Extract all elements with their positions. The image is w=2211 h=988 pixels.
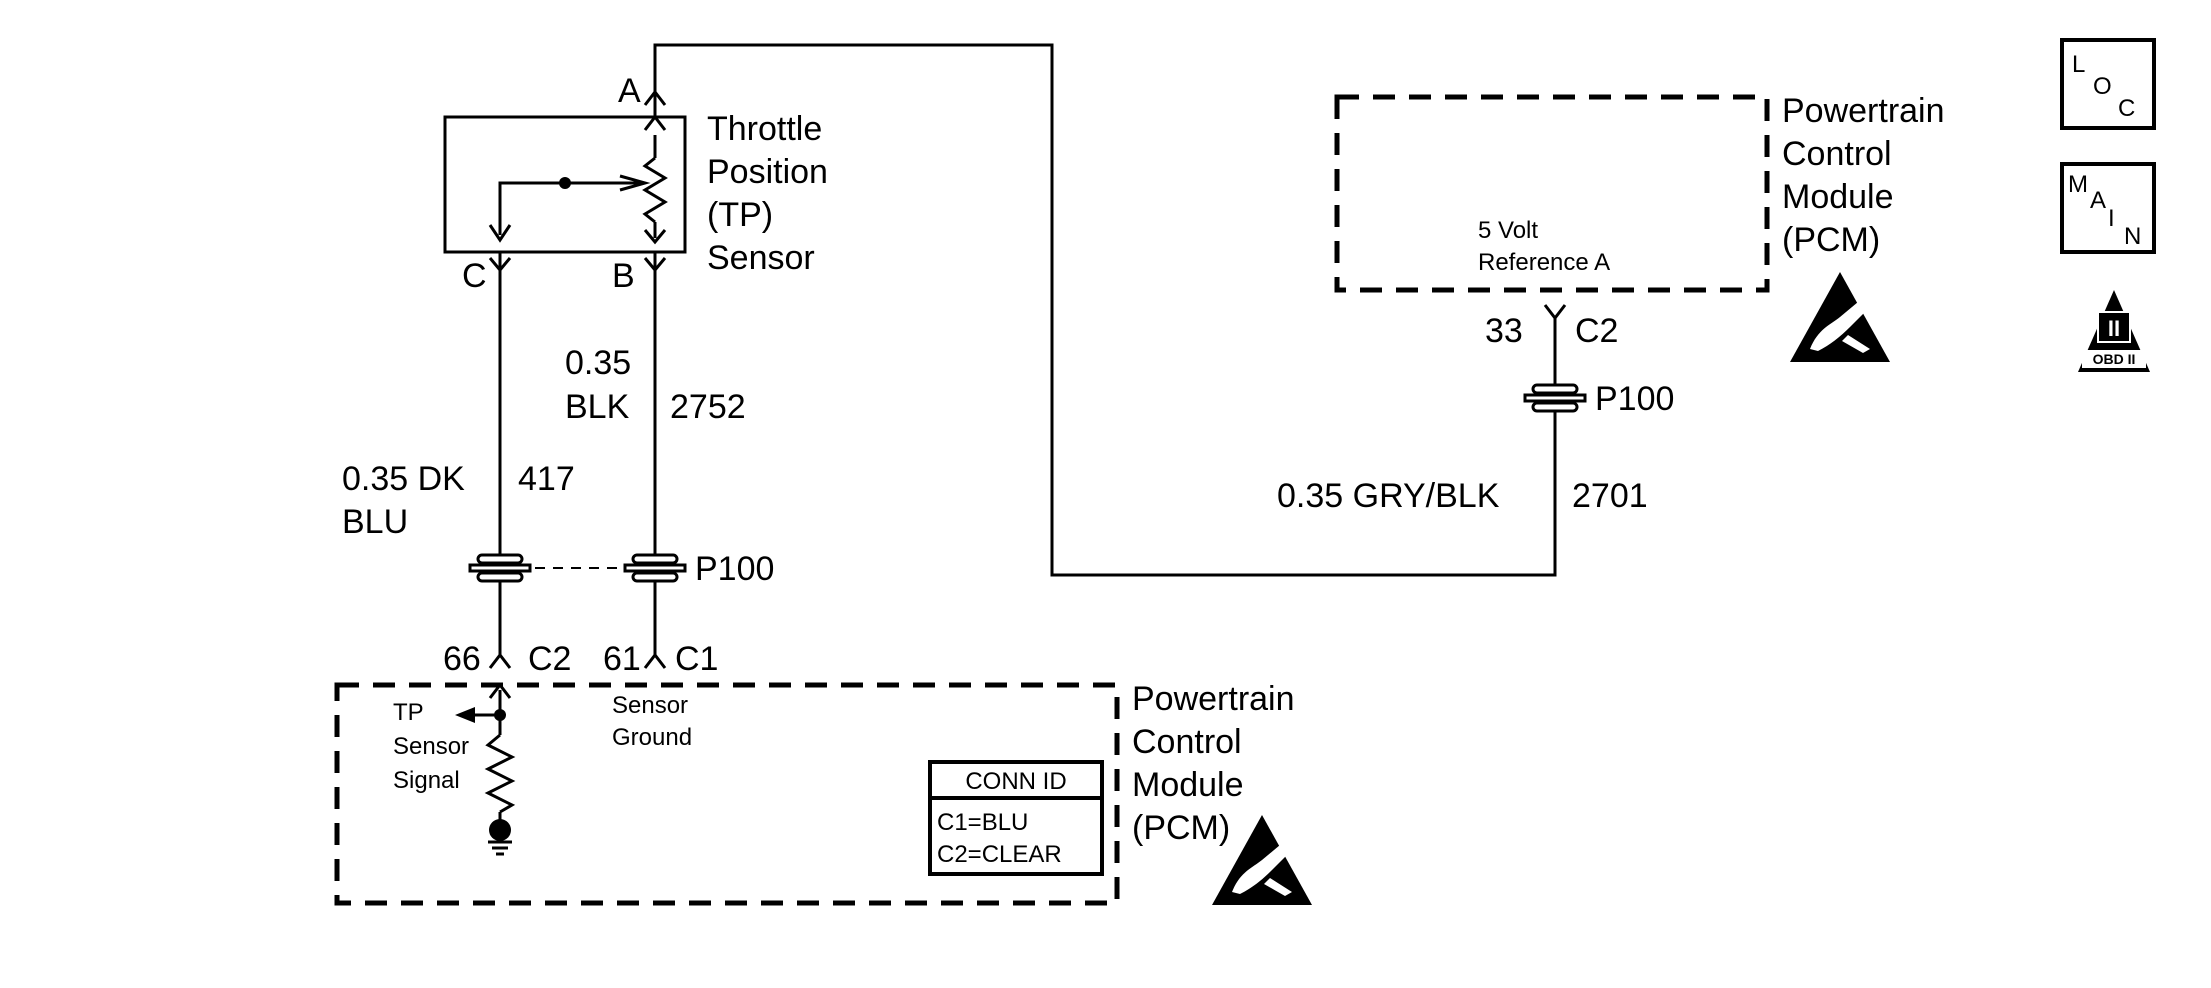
svg-text:M: M	[2068, 171, 2088, 198]
loc-badge-icon: L O C	[2060, 38, 2156, 130]
pcm-lower-title-4: (PCM)	[1132, 809, 1230, 847]
signal-label-3: Signal	[393, 767, 460, 794]
svg-text:OBD II: OBD II	[2093, 351, 2136, 367]
pin-61-connector	[643, 652, 667, 669]
pin-66-connector	[488, 652, 512, 669]
wire-417-color2: BLU	[342, 503, 408, 541]
pcm-upper-title-3: Module	[1782, 178, 1894, 216]
signal-label-2: Sensor	[393, 733, 469, 760]
pcm-upper-title-2: Control	[1782, 135, 1892, 173]
pin-33-label: 33	[1485, 312, 1523, 350]
conn-66-label: C2	[528, 640, 571, 678]
splice-p100-lower: P100	[468, 550, 774, 588]
wire-2701-gauge-color: 0.35 GRY/BLK	[1277, 477, 1500, 515]
svg-text:C: C	[2118, 95, 2135, 122]
signal-label-1: TP	[393, 699, 424, 726]
esd-warning-icon-upper	[1790, 272, 1890, 362]
wire-2752-circuit: 2752	[670, 388, 746, 426]
conn-id-row-2: C2=CLEAR	[937, 841, 1062, 868]
ref-label-1: 5 Volt	[1478, 217, 1538, 244]
wire-417-gauge-color: 0.35 DK	[342, 460, 465, 498]
pcm-upper-title-1: Powertrain	[1782, 92, 1945, 130]
tp-sensor-title-3: (TP)	[707, 196, 773, 234]
svg-text:N: N	[2124, 223, 2141, 250]
pin-66-label: 66	[443, 640, 481, 678]
tp-sensor-box	[443, 115, 687, 254]
ground-label-2: Ground	[612, 724, 692, 751]
pcm-lower-title-2: Control	[1132, 723, 1242, 761]
pin-a-label: A	[618, 72, 641, 110]
pcm-lower-title-1: Powertrain	[1132, 680, 1295, 718]
pin-33-connector	[1543, 304, 1567, 321]
pin-61-label: 61	[603, 640, 641, 678]
conn-id-table: CONN ID C1=BLU C2=CLEAR	[928, 760, 1104, 876]
tp-sensor-title-2: Position	[707, 153, 828, 191]
svg-text:II: II	[2108, 316, 2120, 341]
splice-upper-label: P100	[1595, 380, 1674, 418]
conn-61-label: C1	[675, 640, 718, 678]
tp-sensor: Throttle Position (TP) Sensor A B C	[443, 72, 828, 295]
tp-sensor-title-4: Sensor	[707, 239, 815, 277]
wire-2701	[653, 43, 1557, 577]
svg-text:L: L	[2072, 51, 2085, 78]
pcm-pullup-resistor	[484, 733, 516, 814]
pcm-upper-box	[1334, 94, 1770, 293]
pin-c-label: C	[462, 257, 487, 295]
svg-text:A: A	[2090, 187, 2106, 214]
wire-417-circuit: 417	[518, 460, 575, 498]
esd-warning-icon	[1212, 815, 1312, 905]
wire-2752-color: BLK	[565, 388, 630, 426]
main-badge-icon: M A I N	[2060, 162, 2156, 254]
ground-label-1: Sensor	[612, 692, 688, 719]
splice-p100-upper: P100	[1523, 380, 1674, 418]
wire-2701-circuit: 2701	[1572, 477, 1648, 515]
conn-id-row-1: C1=BLU	[937, 809, 1028, 836]
conn-33-label: C2	[1575, 312, 1618, 350]
obd-ii-badge-icon: II OBD II	[2078, 290, 2150, 372]
pin-b-label: B	[612, 257, 635, 295]
splice-lower-label: P100	[695, 550, 774, 588]
svg-text:I: I	[2108, 205, 2115, 232]
conn-id-header: CONN ID	[965, 768, 1066, 795]
pcm-upper-title-4: (PCM)	[1782, 221, 1880, 259]
pcm-lower-title-3: Module	[1132, 766, 1244, 804]
pcm-lower-box	[334, 682, 1120, 906]
ground-node	[489, 819, 511, 841]
tp-resistor	[642, 156, 668, 224]
svg-text:O: O	[2093, 73, 2112, 100]
wire-2752-gauge: 0.35	[565, 344, 631, 382]
ref-label-2: Reference A	[1478, 249, 1610, 276]
tp-sensor-title-1: Throttle	[707, 110, 822, 148]
